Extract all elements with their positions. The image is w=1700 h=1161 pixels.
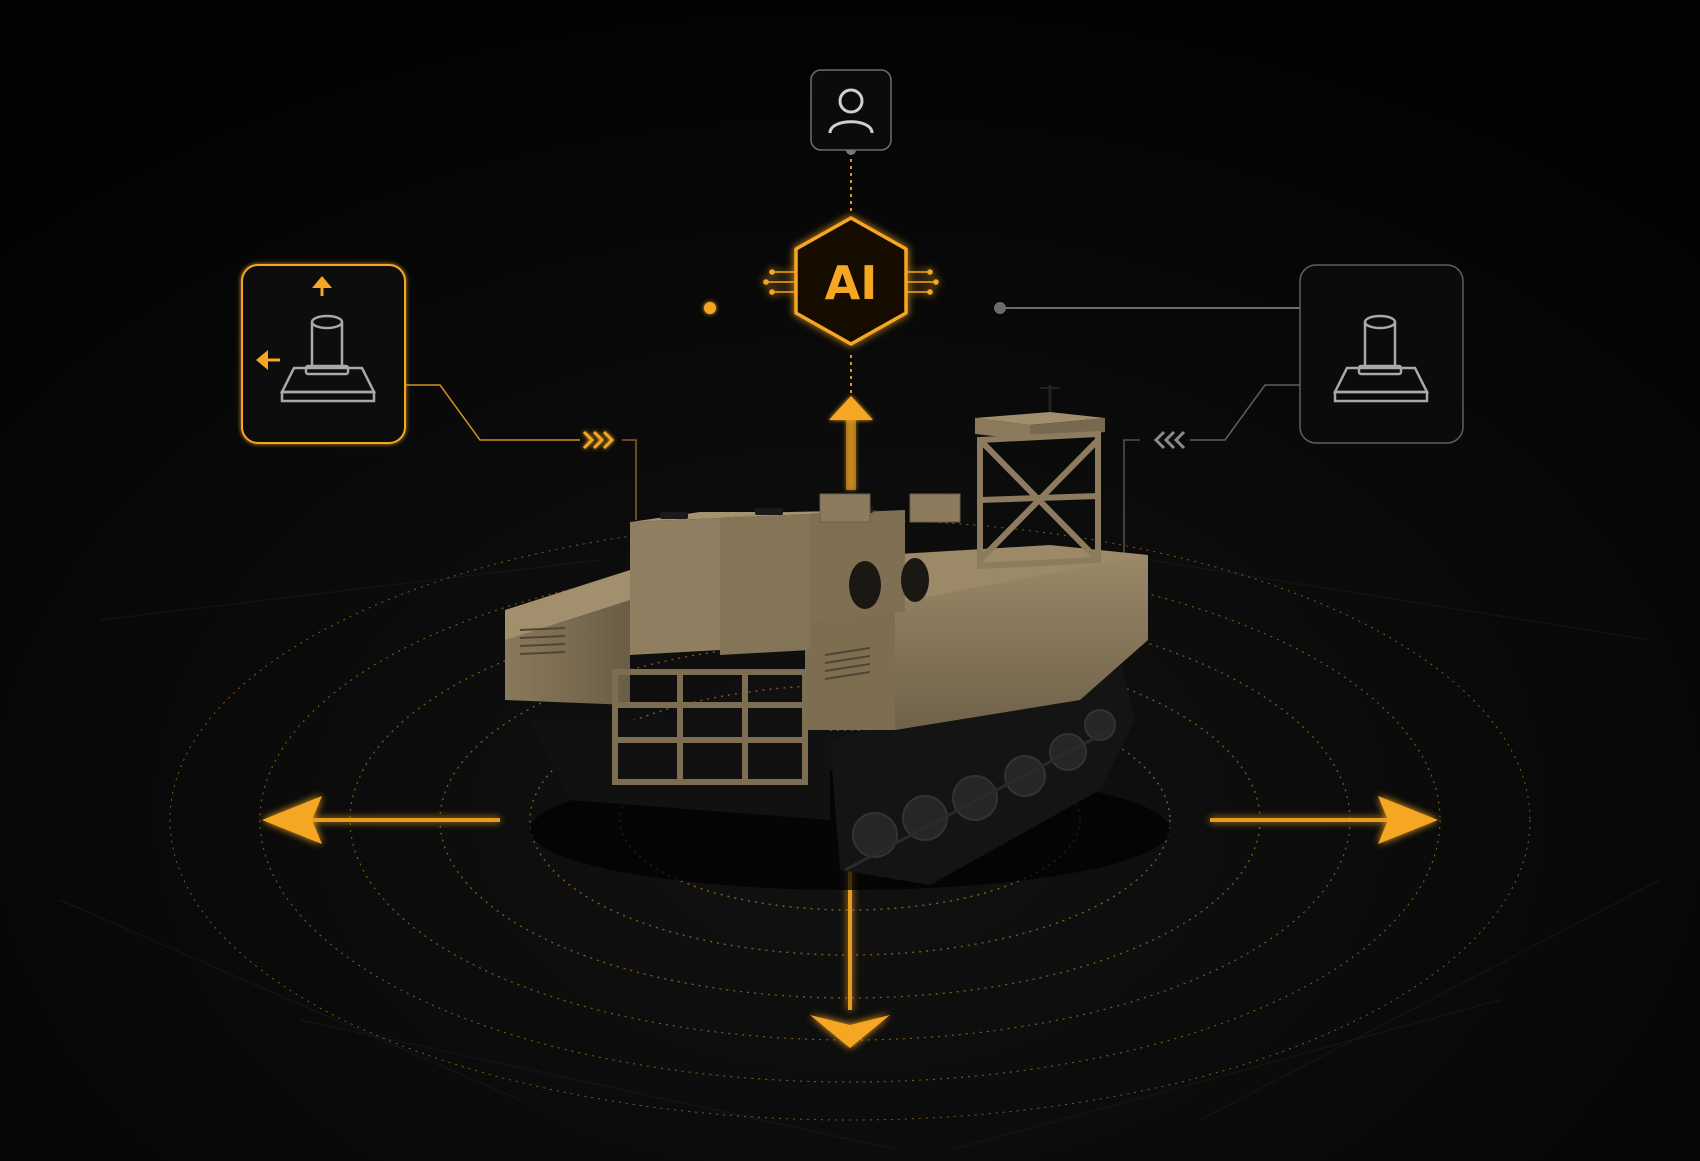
arrow-left-icon [262, 796, 500, 844]
chevrons-right-icon [582, 430, 615, 450]
right-flow-line [1190, 384, 1300, 441]
left-drop-line [622, 439, 637, 520]
hexagon-chip-icon [794, 215, 908, 347]
chevrons-left-icon [1153, 430, 1186, 450]
vehicle-tracks [530, 660, 1135, 885]
right-connector-dot [994, 302, 1006, 314]
right-drop-line [1123, 439, 1140, 560]
left-joystick-node[interactable] [241, 264, 406, 444]
person-icon [828, 88, 874, 134]
right-joystick-node[interactable] [1299, 264, 1464, 444]
tracked-ground-robot-vehicle [505, 385, 1170, 890]
joystick-with-direction-arrows-icon [256, 276, 377, 403]
operator-node[interactable] [810, 69, 892, 151]
arrow-right-icon [1210, 796, 1438, 844]
ground-texture [59, 559, 1661, 1151]
joystick-icon [1332, 314, 1430, 403]
arrow-up-icon [829, 396, 873, 490]
ai-hub[interactable]: AI [763, 215, 939, 347]
movement-arrows [262, 796, 1438, 1048]
ai-hub-label: AI [825, 256, 878, 310]
vehicle-left-side [505, 570, 630, 640]
vehicle-sensor-mast [975, 385, 1105, 570]
left-connector-dot [704, 302, 716, 314]
chip-pins [763, 269, 939, 295]
vehicle-bumper [612, 669, 808, 785]
left-flow-line [405, 384, 580, 441]
cargo-boxes [630, 493, 961, 655]
